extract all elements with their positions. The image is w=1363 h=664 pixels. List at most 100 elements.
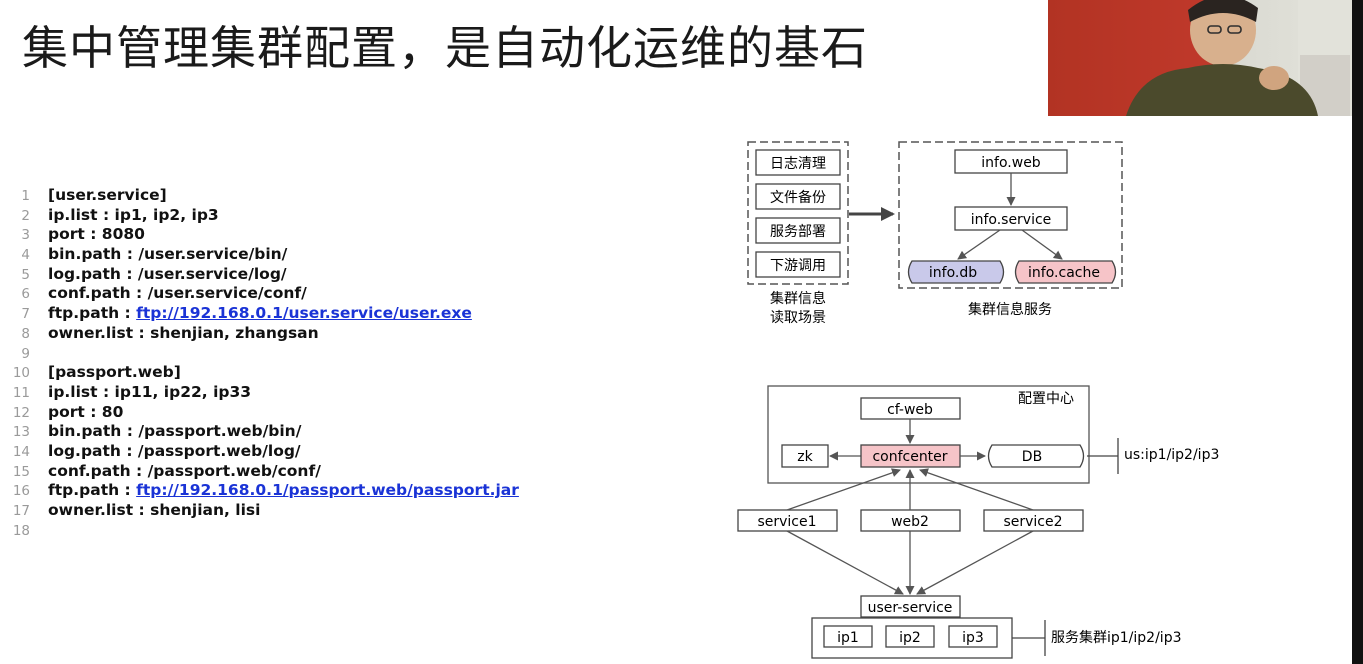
right-edge-bar (1352, 0, 1363, 664)
zk-box: zk (781, 444, 829, 468)
line-number: 4 (21, 247, 30, 264)
code-line: 14 log.path : /passport.web/log/ (0, 442, 519, 462)
cluster-info-diagram: 日志清理 文件备份 服务部署 下游调用 集群信息 读取场景 info.web i… (747, 141, 1123, 326)
code-text: ip.list : ip1, ip2, ip3 (48, 205, 219, 224)
code-key: ftp.path : (48, 304, 137, 323)
code-text: owner.list : shenjian, lisi (48, 501, 261, 519)
info-db-label: info.db (929, 265, 977, 281)
line-number: 9 (21, 345, 30, 362)
code-key: ftp.path : (48, 481, 137, 500)
code-line: 15 conf.path : /passport.web/conf/ (0, 462, 519, 482)
code-line: 6 conf.path : /user.service/conf/ (0, 284, 519, 304)
ip3-box: ip3 (948, 625, 998, 648)
scenario-label-1: 日志清理 (770, 156, 826, 172)
code-line: 3 port : 8080 (0, 225, 519, 245)
info-cache-label: info.cache (1028, 265, 1100, 281)
scenario-caption-line2: 读取场景 (770, 309, 826, 326)
line-number: 2 (21, 207, 30, 224)
config-center-diagram: 配置中心 cf-web zk confcenter DB us:ip1/ip2/… (737, 385, 1219, 659)
code-line: 17 owner.list : shenjian, lisi (0, 501, 519, 521)
code-line: 8 owner.list : shenjian, zhangsan (0, 324, 519, 344)
code-text: conf.path : /passport.web/conf/ (48, 461, 321, 480)
service-to-db-arrow (957, 229, 1001, 260)
scenario-label-3: 服务部署 (770, 224, 826, 240)
code-text: ftp.path : ftp://192.168.0.1/user.servic… (48, 304, 472, 322)
line-number: 6 (21, 286, 30, 303)
code-text: port : 8080 (48, 225, 145, 244)
code-text: ftp.path : ftp://192.168.0.1/passport.we… (48, 481, 519, 499)
code-line: 1 [user.service] (0, 186, 519, 206)
webcam-video (1048, 0, 1352, 116)
cluster-note: 服务集群ip1/ip2/ip3 (1051, 629, 1181, 646)
scenario-box-4: 下游调用 (755, 251, 841, 278)
scenario-label-4: 下游调用 (770, 258, 826, 274)
zk-label: zk (797, 449, 813, 465)
scenario-group-border (747, 141, 849, 285)
service-caption: 集群信息服务 (968, 301, 1052, 318)
info-db-node: info.db (907, 260, 1005, 284)
ip2-label: ip2 (899, 630, 921, 646)
user-service-label: user-service (868, 600, 953, 616)
db-node: DB (987, 444, 1085, 468)
web2-label: web2 (891, 514, 929, 530)
code-text: port : 80 (48, 402, 124, 421)
service1-to-user-service-arrow (786, 530, 904, 595)
line-number: 7 (21, 306, 30, 323)
service2-box: service2 (983, 509, 1084, 532)
info-web-label: info.web (981, 155, 1041, 171)
code-text: log.path : /passport.web/log/ (48, 441, 301, 460)
line-number: 11 (12, 384, 30, 401)
scenario-box-3: 服务部署 (755, 217, 841, 244)
scenario-box-2: 文件备份 (755, 183, 841, 210)
line-number: 3 (21, 227, 30, 244)
cf-web-label: cf-web (887, 402, 933, 418)
line-number: 16 (12, 483, 30, 500)
confcenter-box: confcenter (860, 444, 961, 468)
info-service-box: info.service (954, 206, 1068, 231)
user-service-box: user-service (860, 595, 961, 618)
service1-label: service1 (757, 514, 816, 530)
service2-label: service2 (1003, 514, 1062, 530)
scenario-box-1: 日志清理 (755, 149, 841, 176)
service-to-cache-arrow (1021, 229, 1063, 260)
code-line: 16 ftp.path : ftp://192.168.0.1/passport.… (0, 481, 519, 501)
ftp-link[interactable]: ftp://192.168.0.1/user.service/user.exe (136, 304, 472, 323)
cluster-note-bracket (1012, 620, 1046, 656)
line-number: 14 (12, 443, 30, 460)
db-note-bracket (1087, 438, 1119, 474)
info-service-label: info.service (971, 212, 1052, 228)
line-number: 15 (12, 463, 30, 480)
line-number: 13 (12, 424, 30, 441)
scenario-label-2: 文件备份 (770, 189, 826, 206)
code-line: 2 ip.list : ip1, ip2, ip3 (0, 206, 519, 226)
info-cache-node: info.cache (1014, 260, 1117, 284)
line-number: 8 (21, 325, 30, 342)
presenter-figure (1126, 0, 1352, 116)
ip1-label: ip1 (837, 630, 859, 646)
service-group-border (898, 141, 1123, 289)
code-line: 7 ftp.path : ftp://192.168.0.1/user.servi… (0, 304, 519, 324)
code-text: [user.service] (48, 186, 167, 204)
code-line: 10[passport.web] (0, 363, 519, 383)
line-number: 18 (12, 522, 30, 539)
line-number: 1 (21, 188, 30, 204)
code-text: owner.list : shenjian, zhangsan (48, 323, 319, 342)
service2-to-confcenter-arrow (919, 468, 1034, 511)
config-center-label: 配置中心 (1018, 391, 1074, 407)
line-number: 5 (21, 266, 30, 283)
ftp-link[interactable]: ftp://192.168.0.1/passport.web/passport.… (136, 481, 519, 500)
cf-web-box: cf-web (860, 397, 961, 420)
ip1-box: ip1 (823, 625, 873, 648)
code-line: 18 (0, 521, 519, 541)
code-text: log.path : /user.service/log/ (48, 264, 287, 283)
code-line: 9 (0, 344, 519, 364)
slide-title: 集中管理集群配置，是自动化运维的基石 (22, 21, 868, 75)
info-web-box: info.web (954, 149, 1068, 174)
line-number: 17 (12, 503, 30, 519)
code-text: conf.path : /user.service/conf/ (48, 284, 307, 303)
